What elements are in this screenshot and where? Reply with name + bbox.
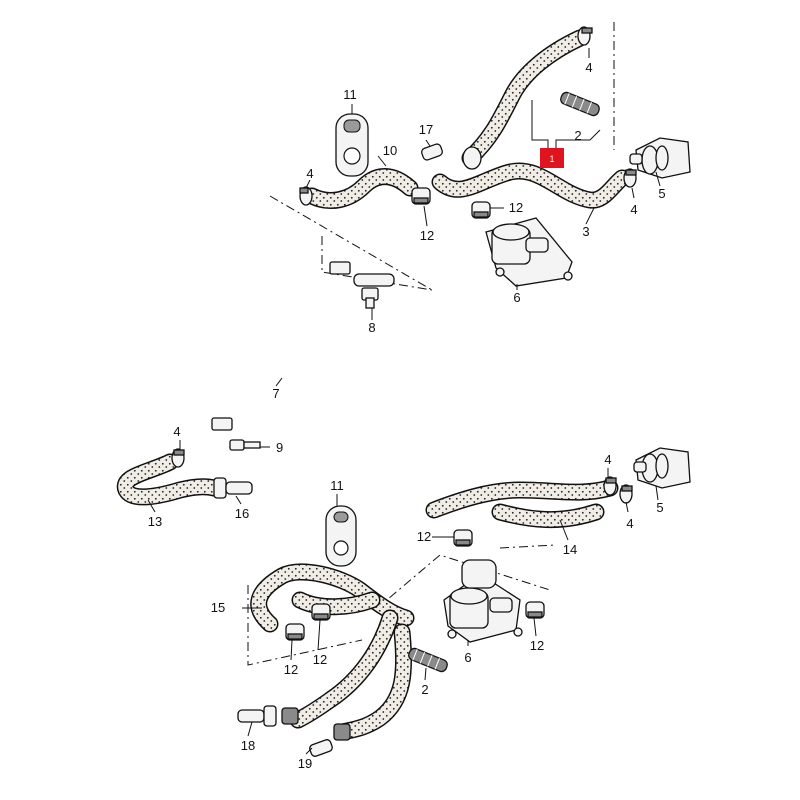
clamp-12-bottom-c bbox=[285, 623, 305, 641]
callout-5-top: 5 bbox=[658, 186, 665, 201]
callout-12-bottom-d: 12 bbox=[530, 638, 544, 653]
hose-3 bbox=[431, 162, 631, 209]
clamp-4-top-left bbox=[299, 186, 313, 206]
pipe-end-fitting bbox=[353, 273, 395, 287]
callout-19: 19 bbox=[298, 756, 312, 771]
left-group bbox=[116, 448, 253, 506]
hose-14 bbox=[425, 479, 619, 528]
pump-6-top bbox=[485, 217, 573, 287]
clamp-4-top-right-upper bbox=[577, 26, 593, 46]
grommet-11-top bbox=[335, 113, 369, 177]
callout-12-bottom-c: 12 bbox=[284, 662, 298, 677]
callout-4-top-left: 4 bbox=[306, 166, 313, 181]
callout-8: 8 bbox=[368, 320, 375, 335]
callout-4-top-right: 4 bbox=[585, 60, 592, 75]
hose-13 bbox=[116, 453, 223, 506]
connector-18 bbox=[237, 705, 299, 727]
seal-5-bottom bbox=[633, 447, 691, 489]
hose-15 bbox=[250, 563, 415, 633]
top-group bbox=[299, 26, 691, 287]
clamp-4-bottom-right-upper bbox=[603, 476, 617, 496]
callout-14: 14 bbox=[563, 542, 577, 557]
callout-12-top-a: 12 bbox=[420, 228, 434, 243]
dash-line-top-left-diagonal bbox=[269, 195, 433, 291]
dash-line-bottom-left-vertical bbox=[247, 585, 363, 666]
clamp-4-bottom-right-lower bbox=[619, 484, 633, 504]
connector-19 bbox=[309, 723, 351, 757]
callouts: 1 2 2 3 4 4 4 4 4 4 5 5 6 6 7 8 9 10 11 … bbox=[148, 60, 666, 771]
bottom-group bbox=[237, 447, 691, 757]
callout-1: 1 bbox=[549, 154, 554, 164]
callout-11-bottom: 11 bbox=[330, 478, 344, 493]
bolt-9 bbox=[229, 439, 261, 451]
callout-15: 15 bbox=[211, 600, 225, 615]
callout-6-bottom: 6 bbox=[464, 650, 471, 665]
clamp-12-bottom-b bbox=[311, 603, 331, 621]
dash-line-bottom-pump bbox=[499, 544, 556, 549]
pipe-bracket-bottom bbox=[211, 417, 233, 431]
callout-6-top: 6 bbox=[513, 290, 520, 305]
callout-3: 3 bbox=[582, 224, 589, 239]
bolt-8 bbox=[361, 287, 379, 309]
leader-lines bbox=[147, 48, 661, 755]
connector-16 bbox=[213, 477, 253, 499]
callout-17: 17 bbox=[419, 122, 433, 137]
callout-5-bottom: 5 bbox=[656, 500, 663, 515]
callout-11-top: 11 bbox=[343, 87, 357, 102]
hose-10 bbox=[303, 168, 419, 209]
pump-6-bottom bbox=[443, 559, 523, 643]
hose-to-18 bbox=[289, 609, 399, 729]
pipe-bracket-top bbox=[329, 261, 351, 275]
callout-16: 16 bbox=[235, 506, 249, 521]
callout-10: 10 bbox=[383, 143, 397, 158]
clamp-12-top-a bbox=[411, 187, 431, 205]
callout-9: 9 bbox=[276, 440, 283, 455]
callout-12-bottom-a: 12 bbox=[417, 529, 431, 544]
hose-upper-end bbox=[462, 146, 482, 170]
connector-2-bottom bbox=[408, 647, 448, 673]
callout-4-bottom-right-upper: 4 bbox=[604, 452, 611, 467]
callout-7: 7 bbox=[272, 386, 279, 401]
hose-to-19 bbox=[333, 623, 413, 741]
callout-12-top-b: 12 bbox=[509, 200, 523, 215]
clamp-4-top-right-lower bbox=[623, 168, 637, 188]
callout-2-top: 2 bbox=[574, 128, 581, 143]
clamp-12-bottom-d bbox=[525, 601, 545, 619]
clamp-12-top-b bbox=[471, 201, 491, 219]
callout-4-top-right-lower: 4 bbox=[630, 202, 637, 217]
clamp-12-bottom-a bbox=[453, 529, 473, 547]
hose-upper bbox=[461, 29, 589, 170]
callout-12-bottom-b: 12 bbox=[313, 652, 327, 667]
callout-4-left: 4 bbox=[173, 424, 180, 439]
callout-13: 13 bbox=[148, 514, 162, 529]
grommet-11-bottom bbox=[325, 505, 357, 567]
callout-18: 18 bbox=[241, 738, 255, 753]
connector-2-top bbox=[560, 91, 600, 117]
assembly-lines bbox=[247, 22, 615, 666]
callout-2-bottom: 2 bbox=[421, 682, 428, 697]
clamp-4-left bbox=[171, 448, 185, 468]
callout-1-highlight-box bbox=[540, 148, 564, 168]
connector-17 bbox=[421, 143, 443, 161]
seal-5-top bbox=[629, 137, 691, 179]
pipe-7-group bbox=[198, 261, 395, 448]
callout-4-bottom-right-lower: 4 bbox=[626, 516, 633, 531]
